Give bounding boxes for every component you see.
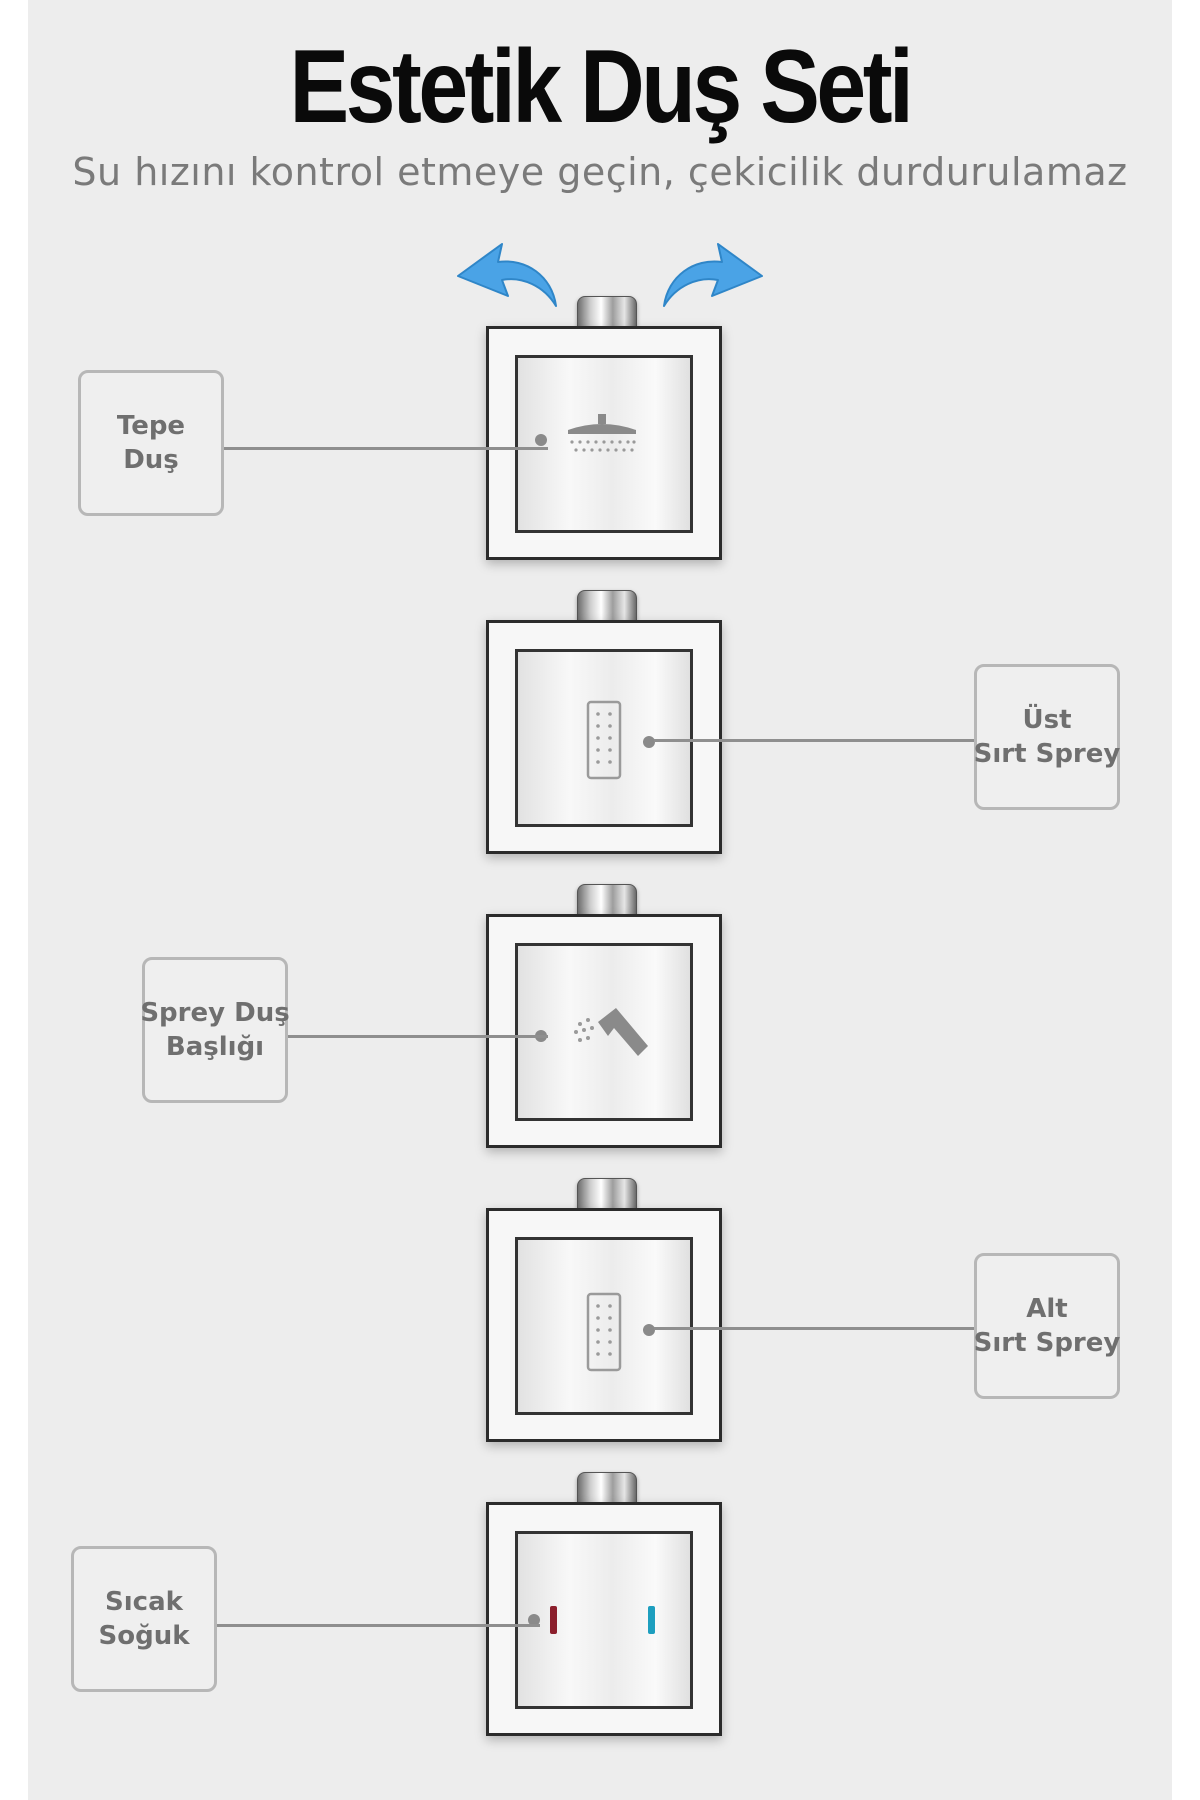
rain-shower-head-icon — [568, 414, 636, 452]
connector-dot — [535, 434, 547, 446]
page-title: Estetik Duş Seti — [289, 29, 914, 145]
unit-panel — [515, 649, 693, 827]
label-line-2: Duş — [123, 445, 179, 475]
label-sprey-dus-basligi: Sprey Duş Başlığı — [140, 957, 290, 1103]
label-ust-sirt-sprey: Üst Sırt Sprey — [974, 664, 1120, 810]
unit-frame — [486, 914, 722, 1148]
label-alt-sirt-sprey: Alt Sırt Sprey — [974, 1253, 1120, 1399]
hand-shower-icon — [574, 1008, 648, 1056]
control-unit-alt-sirt-sprey — [486, 1178, 726, 1442]
unit-frame — [486, 326, 722, 560]
label-line-1: Tepe — [116, 410, 186, 441]
hot-marker-icon — [550, 1606, 557, 1634]
cold-marker-icon — [648, 1606, 655, 1634]
connector-line — [654, 1327, 974, 1330]
label-line-1: Alt — [1026, 1293, 1068, 1324]
connector-line — [286, 1035, 548, 1038]
unit-panel — [515, 943, 693, 1121]
rotate-right-arrow-icon — [663, 243, 763, 307]
connector-line — [214, 1624, 540, 1627]
body-jet-icon — [586, 700, 622, 780]
label-sicak-soguk: Sıcak Soğuk — [71, 1546, 217, 1692]
rotate-left-arrow-icon — [457, 243, 557, 307]
label-line-2: Sırt Sprey — [973, 1328, 1121, 1358]
body-jet-icon — [586, 1292, 622, 1372]
connector-line — [654, 739, 974, 742]
page-subtitle: Su hızını kontrol etmeye geçin, çekicili… — [72, 150, 1128, 194]
unit-frame — [486, 620, 722, 854]
unit-panel — [515, 355, 693, 533]
connector-dot — [643, 736, 655, 748]
label-line-2: Başlığı — [165, 1032, 265, 1062]
control-unit-tepe-dus — [486, 296, 726, 560]
connector-dot — [643, 1324, 655, 1336]
control-unit-ust-sirt-sprey — [486, 590, 726, 854]
unit-frame — [486, 1208, 722, 1442]
control-unit-sicak-soguk — [486, 1472, 726, 1736]
unit-panel — [515, 1237, 693, 1415]
label-line-2: Soğuk — [98, 1621, 190, 1651]
connector-line — [222, 447, 548, 450]
label-line-2: Sırt Sprey — [973, 739, 1121, 769]
label-line-1: Sprey Duş — [140, 997, 290, 1028]
connector-dot — [528, 1614, 540, 1626]
label-line-1: Üst — [1022, 704, 1072, 735]
control-unit-sprey-dus-basligi — [486, 884, 726, 1148]
unit-frame — [486, 1502, 722, 1736]
unit-panel — [515, 1531, 693, 1709]
label-line-1: Sıcak — [105, 1586, 183, 1617]
label-tepe-dus: Tepe Duş — [78, 370, 224, 516]
